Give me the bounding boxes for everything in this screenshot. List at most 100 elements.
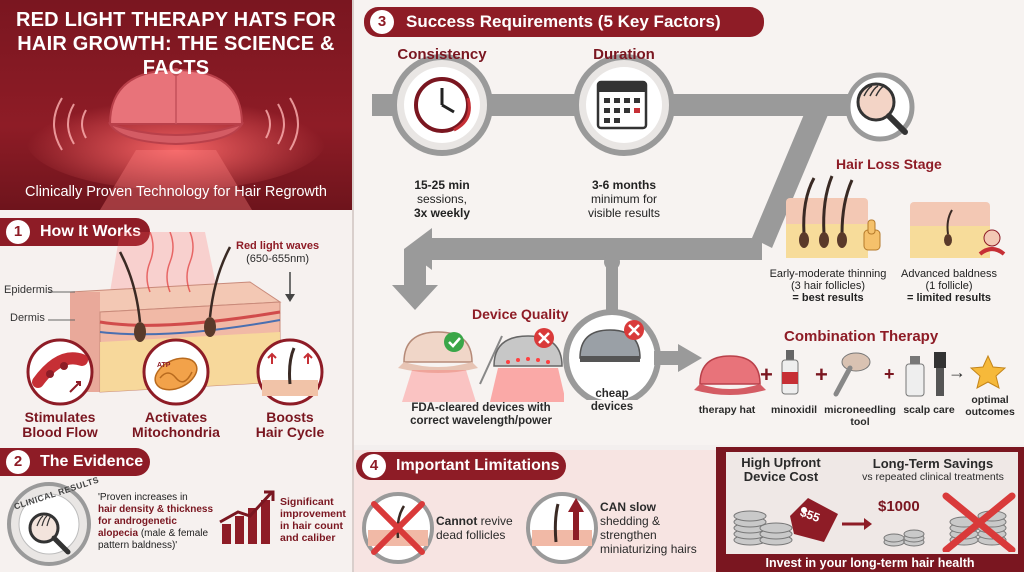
device-good-caption: FDA-cleared devices with correct wavelen…: [398, 402, 564, 428]
savings-sub: vs repeated clinical treatments: [862, 471, 1004, 483]
good-cap-icon: [398, 331, 478, 402]
limitation-1-bold: Cannot: [436, 514, 478, 528]
evidence-stat: Significant improvement in hair count an…: [280, 496, 346, 544]
evidence-stat-l4: and caliber: [280, 532, 336, 544]
evidence-quote-l3: for androgenetic: [98, 516, 177, 527]
savings-title: Long-Term Savings: [872, 456, 994, 471]
clinical-badge: [7, 482, 91, 566]
limitation-1-l2: dead follicles: [436, 528, 506, 542]
device-quality-title: Device Quality: [472, 306, 569, 322]
crossed-coins-icon: [942, 492, 1016, 552]
hero-art: [26, 68, 326, 210]
duration-title: Duration: [593, 46, 655, 63]
cost-illustration: [733, 492, 1016, 552]
benefit-blood-flow-line1: Stimulates: [24, 409, 96, 425]
consistency-caption: 15-25 min sessions, 3x weekly: [398, 178, 486, 220]
early-caption: Early-moderate thinning (3 hair follicle…: [766, 268, 890, 304]
scalp-care-icon: [905, 352, 946, 397]
shrug-icon: [978, 229, 1006, 256]
thumbs-up-icon: [863, 219, 881, 251]
strengthen-icon: [526, 492, 598, 564]
section4-header: 4 Important Limitations: [356, 452, 566, 480]
duration-l2: minimum for: [590, 192, 657, 206]
limitation-2-l1: CAN slow: [600, 500, 657, 514]
consistency-l3: 3x weekly: [413, 206, 471, 220]
big-price: $1000: [878, 498, 920, 515]
consistency-title: Consistency: [397, 46, 487, 63]
magnifier-icon: [28, 512, 71, 555]
section4-number: 4: [362, 454, 386, 478]
early-l2: (3 hair follicles): [791, 280, 865, 292]
upfront-l1: High Upfront: [741, 455, 821, 470]
early-l1: Early-moderate thinning: [769, 268, 887, 280]
combo-item-hat: therapy hat: [690, 404, 764, 416]
hero-banner: RED LIGHT THERAPY HATS FOR HAIR GROWTH: …: [0, 0, 352, 210]
section1-header: 1 How It Works: [0, 218, 150, 246]
combo-item-hat-l1: therapy hat: [698, 404, 756, 416]
combo-icons: [694, 350, 1007, 397]
evidence-quote-l5: pattern baldness)': [98, 540, 178, 551]
benefit-blood-flow-line2: Blood Flow: [22, 424, 98, 440]
section3-pill: 3 Success Requirements (5 Key Factors): [364, 7, 764, 37]
cheap-l2: devices: [590, 401, 634, 413]
benefit-hair-cycle-line2: Hair Cycle: [255, 424, 325, 440]
duration-caption: 3-6 months minimum for visible results: [572, 178, 676, 220]
limitation-1-text: Cannot revive dead follicles: [436, 514, 513, 542]
combo-item-microneedling: microneedling tool: [820, 404, 900, 428]
section1-number: 1: [6, 220, 30, 244]
combo-item-minoxidil-l1: minoxidil: [770, 404, 818, 416]
hero-subtitle: Clinically Proven Technology for Hair Re…: [25, 184, 327, 200]
combo-item-outcomes-l1: optimal: [971, 394, 1009, 406]
minoxidil-icon: [781, 350, 799, 395]
blood-flow-icon: [26, 338, 94, 406]
evidence-stat-l3: in hair count: [280, 520, 343, 532]
evidence-quote-l4: alopecia: [98, 528, 139, 539]
growth-chart-icon: [219, 490, 275, 544]
evidence-quote: 'Proven increases in hair density & thic…: [98, 492, 218, 552]
section3-header: 3 Success Requirements (5 Key Factors): [364, 7, 764, 37]
cheap-device-caption: cheap devices: [582, 388, 642, 414]
limitation-2-l3: strengthen: [600, 528, 657, 542]
hero-title-line1: RED LIGHT THERAPY HATS FOR: [15, 9, 337, 31]
dermis-label: Dermis: [10, 312, 45, 324]
plus-1: +: [760, 362, 773, 387]
calendar-icon: [573, 54, 675, 156]
invest-banner: Invest in your long-term hair health: [765, 556, 975, 570]
hair-loss-illustrations: [786, 175, 1006, 258]
coin-stack-icon: [733, 510, 793, 546]
benefit-hair-cycle-line1: Boosts: [266, 409, 314, 425]
device-good-l2: correct wavelength/power: [410, 415, 552, 427]
limitation-2-text: CAN slow shedding & strengthen miniaturi…: [600, 500, 697, 556]
advanced-caption: Advanced baldness (1 follicle) = limited…: [896, 268, 1002, 304]
section4-title: Important Limitations: [396, 457, 560, 474]
benefit-blood-flow: Stimulates Blood Flow: [8, 410, 112, 440]
benefit-mitochondria: Activates Mitochondria: [124, 410, 228, 440]
combo-arrow-icon: →: [948, 362, 966, 382]
consistency-l1: 15-25 min: [414, 178, 470, 192]
hero-title: RED LIGHT THERAPY HATS FOR HAIR GROWTH: …: [0, 8, 352, 80]
combo-item-minoxidil: minoxidil: [764, 404, 824, 416]
limitation-1-rest: revive: [477, 514, 513, 528]
section3-title: Success Requirements (5 Key Factors): [406, 12, 721, 31]
section2-title: The Evidence: [40, 453, 144, 470]
hero-title-line2: HAIR GROWTH: THE SCIENCE & FACTS: [17, 33, 335, 79]
therapy-hat-icon: [694, 355, 766, 395]
atp-label: ATP: [157, 362, 171, 369]
section2-header: 2 The Evidence: [0, 448, 150, 476]
advanced-l3: = limited results: [906, 292, 992, 304]
wave-label-line1: Red light waves: [236, 240, 320, 252]
section1-title: How It Works: [40, 223, 142, 240]
combo-item-microneedling-l1: microneedling: [824, 404, 896, 416]
advanced-l1: Advanced baldness: [900, 268, 997, 280]
benefit-hair-cycle: Boosts Hair Cycle: [238, 410, 342, 440]
limitation-icons: [362, 492, 598, 564]
good-helmet-icon: [490, 335, 564, 402]
evidence-stat-l1: Significant: [280, 496, 334, 508]
early-l3: = best results: [792, 292, 864, 304]
combo-item-outcomes-l2: outcomes: [965, 406, 1015, 418]
plus-2: +: [815, 362, 828, 387]
vertical-divider: [352, 0, 354, 572]
limitation-2-l4: miniaturizing hairs: [600, 542, 697, 556]
combination-title: Combination Therapy: [784, 328, 939, 345]
plus-3: +: [884, 364, 895, 384]
